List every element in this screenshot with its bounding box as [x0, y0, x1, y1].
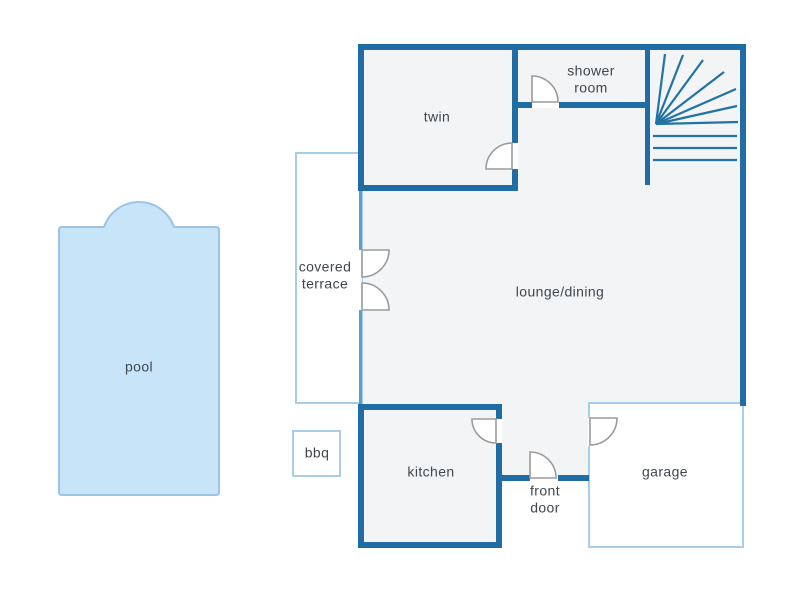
bbq-label: bbq: [304, 444, 330, 461]
front-door-label: front door: [529, 482, 560, 515]
wall-frontdoor-right: [558, 475, 589, 481]
twin-door-swing: [485, 142, 513, 170]
shower-door-gap: [532, 102, 559, 108]
kitchen-door-gap: [496, 419, 502, 443]
wall-twin-right-upper: [512, 50, 518, 143]
twin-door-gap: [512, 143, 518, 169]
stairs-treads: [653, 134, 737, 162]
garage-outline: [588, 402, 744, 548]
wall-top: [358, 44, 746, 50]
kitchen-door-swing: [471, 418, 497, 444]
wall-kitchen-bottom: [358, 542, 502, 548]
shower-room-label: shower room: [567, 62, 615, 95]
wall-lounge-glass-lower: [359, 310, 362, 404]
twin-label: twin: [423, 108, 451, 125]
wall-frontdoor-left: [502, 475, 530, 481]
wall-kitchen-top: [358, 404, 502, 410]
terrace-door-swing-bottom: [361, 282, 390, 311]
wall-twin-left: [358, 44, 364, 191]
terrace-door-gap: [359, 250, 362, 310]
garage-door-swing: [589, 417, 618, 446]
garage-label: garage: [642, 463, 688, 480]
stairs-fan: [654, 53, 739, 126]
bbq-outline: [292, 430, 341, 477]
kitchen-label: kitchen: [407, 463, 455, 480]
wall-shower-bottom-left: [518, 102, 532, 108]
covered-terrace-label: covered terrace: [298, 258, 352, 291]
front-door-swing: [529, 451, 557, 479]
wall-twin-bottom: [358, 185, 518, 191]
wall-lounge-glass-upper: [359, 191, 362, 250]
wall-kitchen-stub: [496, 410, 502, 419]
lounge-dining-label: lounge/dining: [515, 283, 605, 300]
wall-right: [740, 44, 746, 406]
wall-twin-right-lower: [512, 169, 518, 185]
shower-door-swing: [531, 75, 559, 103]
wall-kitchen-left: [358, 404, 364, 548]
pool-label: pool: [124, 358, 154, 375]
pool-shape: [58, 201, 220, 496]
terrace-door-swing-top: [361, 249, 390, 278]
wall-kitchen-right: [496, 443, 502, 548]
wall-shower-bottom-right: [559, 102, 645, 108]
wall-stairs-partition: [645, 50, 650, 185]
